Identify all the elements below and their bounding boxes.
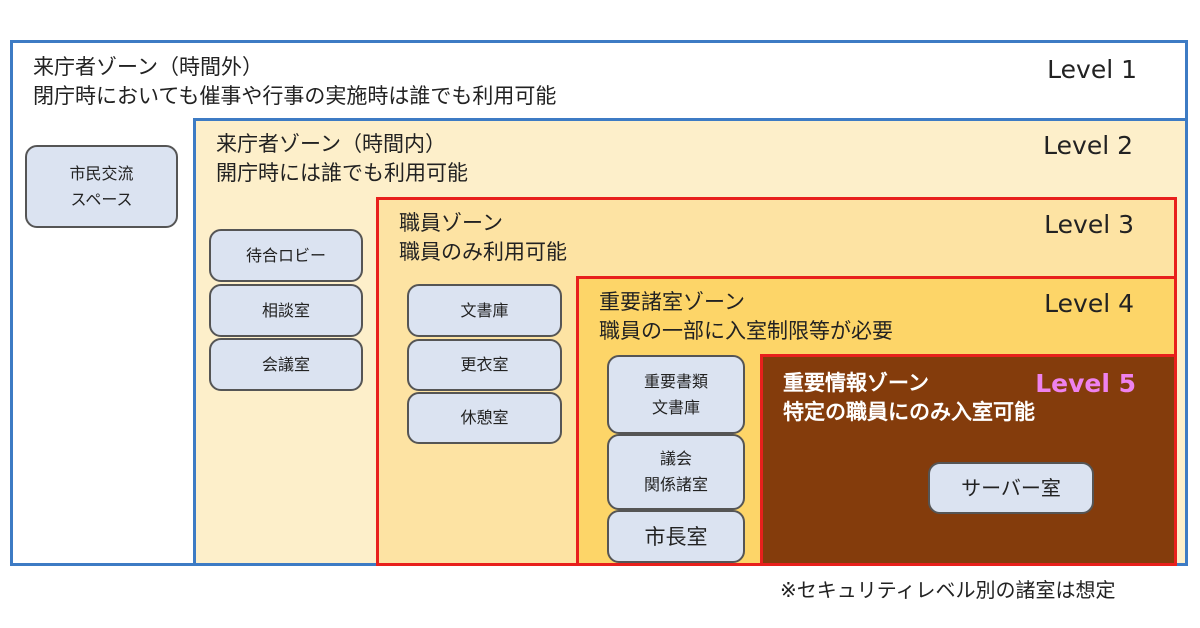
zone-description: 職員のみ利用可能 bbox=[399, 240, 567, 264]
zone-description: 閉庁時においても催事や行事の実施時は誰でも利用可能 bbox=[33, 84, 557, 108]
room-box: 市長室 bbox=[607, 510, 745, 563]
room-box: 議会 関係諸室 bbox=[607, 434, 745, 510]
room-box: 休憩室 bbox=[407, 392, 562, 444]
zone-description: 開庁時には誰でも利用可能 bbox=[216, 161, 468, 185]
zone-title: 来庁者ゾーン（時間内） bbox=[216, 132, 446, 156]
zone-title: 職員ゾーン bbox=[399, 211, 503, 235]
room-box: サーバー室 bbox=[928, 462, 1094, 514]
zone-title: 重要情報ゾーン bbox=[783, 371, 929, 395]
room-box: 会議室 bbox=[209, 338, 363, 391]
level-label: Level 3 bbox=[1044, 210, 1134, 239]
zone-title: 来庁者ゾーン（時間外） bbox=[33, 55, 263, 79]
room-box: 更衣室 bbox=[407, 339, 562, 391]
level-label: Level 2 bbox=[1043, 131, 1133, 160]
level-label: Level 4 bbox=[1044, 289, 1134, 318]
zone-title: 重要諸室ゾーン bbox=[599, 290, 745, 314]
room-box: 重要書類 文書庫 bbox=[607, 355, 745, 434]
level-label: Level 5 bbox=[1035, 369, 1136, 398]
room-box: 相談室 bbox=[209, 284, 363, 337]
room-box: 待合ロビー bbox=[209, 229, 363, 282]
zone-description: 職員の一部に入室制限等が必要 bbox=[599, 319, 893, 343]
footnote: ※セキュリティレベル別の諸室は想定 bbox=[780, 578, 1116, 602]
zone-level-5: 重要情報ゾーン特定の職員にのみ入室可能 Level 5 bbox=[760, 354, 1177, 566]
room-box: 市民交流 スペース bbox=[25, 145, 178, 228]
room-box: 文書庫 bbox=[407, 284, 562, 337]
zone-description: 特定の職員にのみ入室可能 bbox=[783, 400, 1035, 424]
level-label: Level 1 bbox=[1047, 55, 1137, 84]
